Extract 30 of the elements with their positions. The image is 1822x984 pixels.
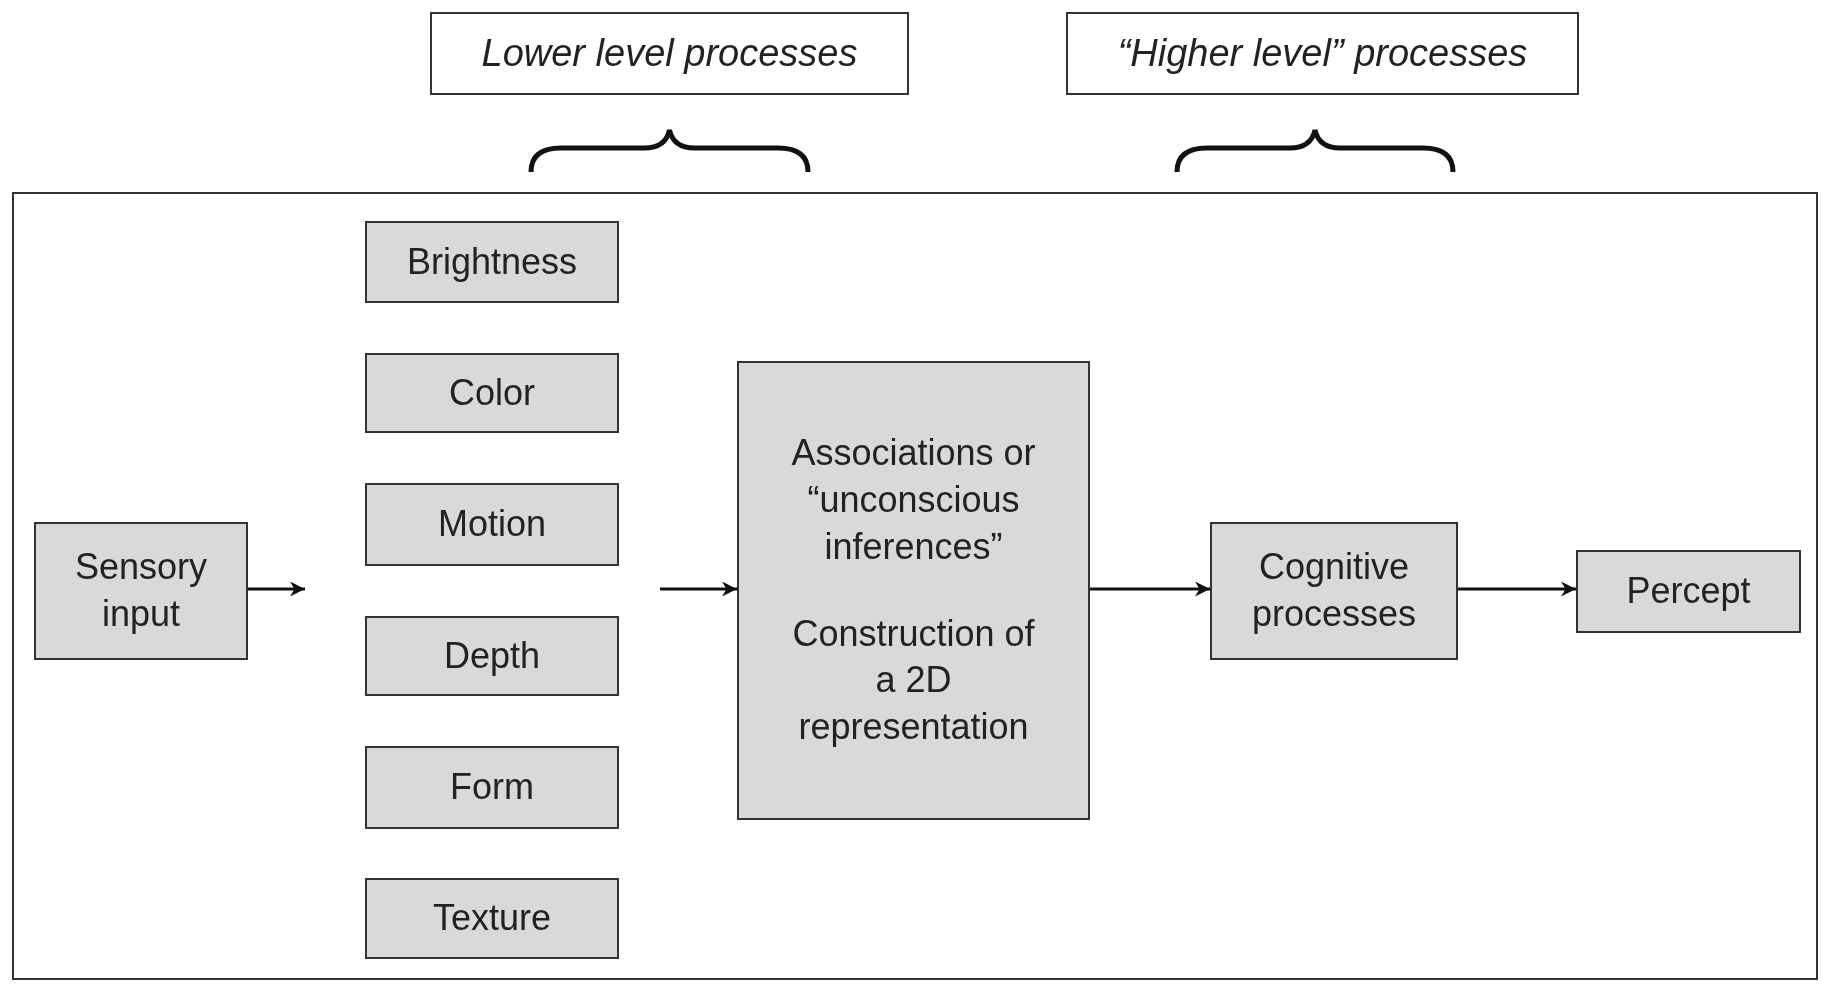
heading-box xyxy=(430,12,909,95)
process-box xyxy=(365,221,619,303)
arrow xyxy=(660,581,737,597)
box-label: Form xyxy=(450,765,534,810)
box-label: Construction of a 2D representation xyxy=(791,611,1036,750)
box-label: Motion xyxy=(437,502,547,547)
heading-box xyxy=(1066,12,1579,95)
process-box xyxy=(1576,550,1801,633)
heading-label: “Higher level” processes xyxy=(1117,30,1528,76)
process-box xyxy=(365,616,619,696)
heading-label: Lower level processes xyxy=(481,30,858,76)
process-box xyxy=(737,361,1090,820)
box-label: Percept xyxy=(1626,569,1751,614)
box-label: Depth xyxy=(443,633,541,678)
arrow xyxy=(248,581,305,597)
process-box xyxy=(365,483,619,566)
process-box xyxy=(365,746,619,829)
arrow xyxy=(1458,581,1576,597)
process-box xyxy=(365,353,619,433)
process-box xyxy=(365,878,619,959)
box-label: Texture xyxy=(432,896,552,941)
frame-box xyxy=(12,192,1818,980)
box-label: Cognitive processes xyxy=(1250,545,1418,636)
box-label: Brightness xyxy=(406,239,578,284)
box-label: Color xyxy=(449,370,535,415)
arrow xyxy=(1090,581,1210,597)
box-label: Associations or “unconscious inferences” xyxy=(790,431,1037,569)
process-box xyxy=(34,522,248,660)
box-label: Sensory input xyxy=(73,545,209,636)
process-box xyxy=(1210,522,1458,660)
